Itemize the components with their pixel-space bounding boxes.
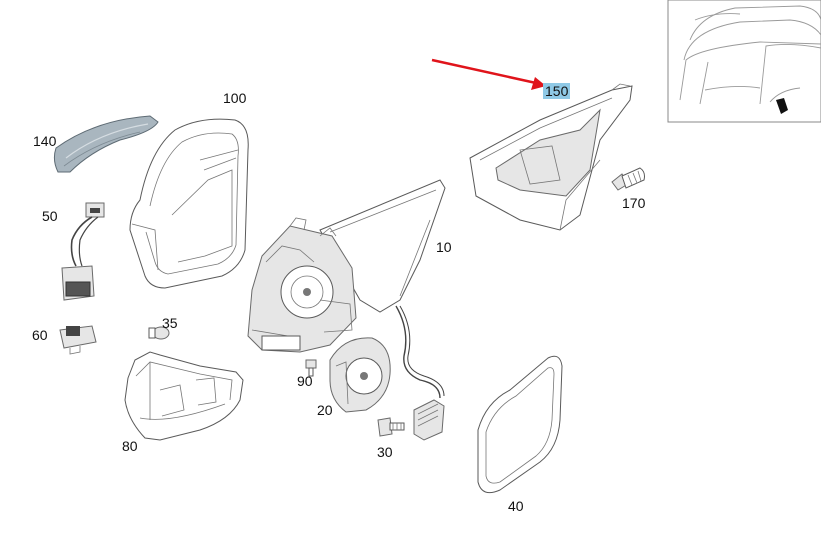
callout-10[interactable]: 10 bbox=[436, 239, 452, 255]
mirror-location-marker bbox=[776, 98, 788, 114]
part-60-bulb-socket bbox=[59, 325, 97, 355]
callout-50[interactable]: 50 bbox=[42, 208, 58, 224]
callout-40[interactable]: 40 bbox=[508, 498, 524, 514]
pointer-arrow bbox=[431, 58, 546, 90]
part-80-lower-housing bbox=[124, 351, 244, 441]
part-140-turn-signal-strip bbox=[53, 115, 159, 173]
part-35-bulb bbox=[148, 326, 170, 340]
callout-80[interactable]: 80 bbox=[122, 438, 138, 454]
cable-harness bbox=[395, 305, 445, 441]
part-50-harness bbox=[61, 202, 105, 301]
callout-60[interactable]: 60 bbox=[32, 327, 48, 343]
part-100-mirror-housing bbox=[129, 118, 249, 289]
vehicle-location-inset bbox=[667, 0, 821, 123]
callout-90[interactable]: 90 bbox=[297, 373, 313, 389]
callout-150[interactable]: 150 bbox=[543, 83, 571, 99]
callout-20[interactable]: 20 bbox=[317, 402, 333, 418]
part-150-mirror-cover bbox=[469, 83, 633, 231]
part-20-motor bbox=[329, 337, 391, 413]
part-90-screw bbox=[305, 359, 317, 377]
callout-100[interactable]: 100 bbox=[223, 90, 247, 106]
part-170-bolt bbox=[611, 167, 645, 191]
callout-30[interactable]: 30 bbox=[377, 444, 393, 460]
part-30-screw bbox=[377, 417, 405, 437]
callout-140[interactable]: 140 bbox=[33, 133, 57, 149]
callout-35[interactable]: 35 bbox=[162, 315, 178, 331]
part-10-mirror-base bbox=[247, 179, 446, 353]
part-40-mirror-glass bbox=[477, 355, 563, 494]
callout-170[interactable]: 170 bbox=[622, 195, 646, 211]
